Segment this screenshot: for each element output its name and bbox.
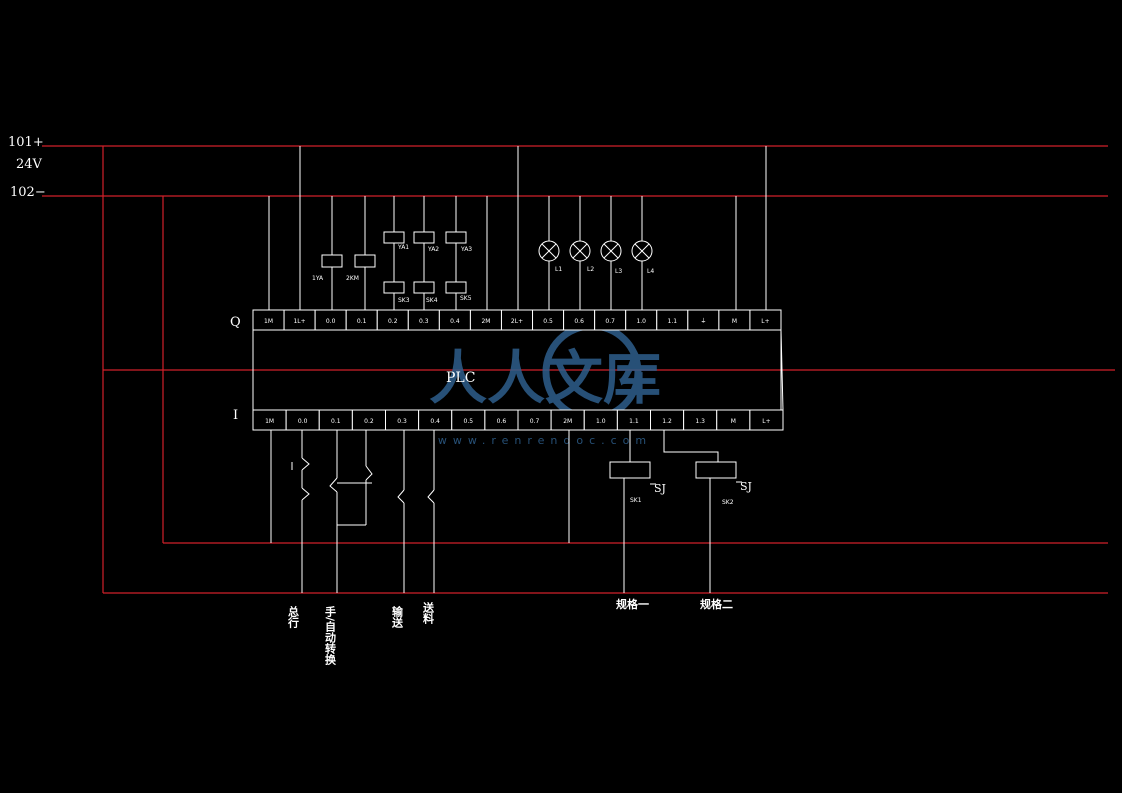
output-terminal-label: 2M — [481, 318, 490, 325]
input-terminal-label: 1.3 — [695, 418, 705, 425]
output-terminal-label: 0.2 — [388, 318, 398, 325]
input-terminal-label: 0.1 — [331, 418, 341, 425]
output-devices: 1YA 2KM YA1 YA2 YA3 SK3 SK4 SK5 L1 L2 L3 — [312, 231, 654, 304]
input-terminal-label: 0.3 — [397, 418, 407, 425]
output-terminal-label: ⏚ — [700, 318, 706, 325]
output-terminal-label: 0.1 — [357, 318, 367, 325]
valve-ya2-label: YA2 — [427, 246, 439, 253]
timer-sk2-tag: SJ — [740, 480, 752, 493]
output-terminal-label: 1.0 — [636, 318, 646, 325]
switch-run-lower-icon — [301, 487, 310, 501]
timer-sk1-name: SK1 — [630, 497, 642, 504]
input-terminal-label: 2M — [563, 418, 572, 425]
voltage-label: 24V — [16, 157, 43, 172]
input-terminal-label: 1.2 — [662, 418, 672, 425]
input-terminal-label: 0.4 — [430, 418, 440, 425]
coil-2km-label: 2KM — [346, 275, 359, 282]
power-rails — [42, 145, 1115, 594]
input-terminal-label: 0.7 — [530, 418, 540, 425]
switch-convey-icon — [397, 489, 405, 504]
output-terminal-strip: 1M 1L+ 0.0 0.1 0.2 0.3 0.4 2M 2L+ 0.5 0.6 0.7 1.0 1.1… — [252, 309, 782, 331]
switch-run-icon — [301, 457, 310, 471]
output-terminal-label: 1L+ — [293, 318, 305, 325]
watermark: 人人文库 www.renrendoc.com — [429, 322, 661, 447]
caption-feed: 送料 — [422, 601, 436, 625]
switch-mode-alt-icon — [365, 465, 373, 481]
valve-ya3-label: YA3 — [460, 246, 472, 253]
caption-spec-1: 规格一 — [616, 597, 649, 611]
valve-ya2 — [413, 231, 435, 244]
output-terminal-label: 1.1 — [668, 318, 678, 325]
output-terminal-label: L+ — [761, 318, 769, 325]
output-terminal-label: 0.6 — [574, 318, 584, 325]
input-terminal-label: 0.0 — [298, 418, 308, 425]
input-terminal-cell — [749, 409, 784, 431]
output-terminal-label: 0.3 — [419, 318, 429, 325]
lamp-l4-label: L4 — [647, 268, 654, 275]
output-terminal-cell — [749, 309, 782, 331]
watermark-logo: 人人文库 — [429, 344, 661, 412]
input-terminal-label: 1M — [265, 418, 274, 425]
coil-1ya-label: 1YA — [312, 275, 324, 282]
lamp-l3: L3 — [600, 240, 622, 275]
output-terminal-label: 2L+ — [511, 318, 523, 325]
lamp-l4: L4 — [631, 240, 654, 275]
output-terminal-label: 1M — [264, 318, 273, 325]
plc-body-right-edge — [780, 329, 784, 411]
lamp-l1-label: L1 — [555, 266, 562, 273]
lamp-l2-label: L2 — [587, 266, 594, 273]
contact-sk5-label: SK5 — [460, 295, 472, 302]
input-terminal-label: 0.6 — [497, 418, 507, 425]
output-terminal-label: 0.4 — [450, 318, 460, 325]
lamp-l2: L2 — [569, 240, 594, 273]
caption-run: 总行 — [287, 605, 301, 629]
input-captions: 总行 手/自动转换 输送 送料 规格一 规格二 — [287, 597, 734, 666]
timer-sk2-name: SK2 — [722, 499, 734, 506]
contact-sk3-label: SK3 — [398, 297, 410, 304]
input-terminal-label: M — [731, 418, 736, 425]
contact-sk3 — [383, 281, 405, 294]
wire-i-12 — [663, 430, 719, 462]
output-terminal-label: 0.5 — [543, 318, 553, 325]
timer-sk1 — [609, 461, 651, 479]
plc-label: PLC — [446, 370, 475, 386]
rail-bottom-label: 102− — [10, 185, 46, 200]
watermark-url: www.renrendoc.com — [438, 434, 652, 447]
input-terminal-label: 0.5 — [464, 418, 474, 425]
output-terminal-label: M — [732, 318, 737, 325]
caption-hand-auto: 手/自动转换 — [324, 605, 337, 666]
timer-sk2 — [695, 461, 737, 479]
valve-ya1-label: YA1 — [397, 244, 409, 251]
input-terminal-label: L+ — [762, 418, 770, 425]
input-terminal-strip: 1M 0.0 0.1 0.2 0.3 0.4 0.5 0.6 0.7 2M 1.0 1.1 1.2 1.3… — [252, 409, 784, 431]
coil-2km — [354, 254, 376, 268]
rail-top-label: 101+ — [8, 135, 44, 150]
valve-ya1 — [383, 231, 405, 244]
contact-sk5 — [445, 281, 467, 294]
contact-sk4-label: SK4 — [426, 297, 438, 304]
input-terminal-label: 1.1 — [629, 418, 639, 425]
caption-convey: 输送 — [391, 605, 405, 629]
timer-sk1-tag: SJ — [654, 482, 666, 495]
input-row-label: I — [233, 408, 238, 423]
input-terminal-label: 0.2 — [364, 418, 374, 425]
coil-1ya — [321, 254, 343, 268]
output-row-label: Q — [230, 315, 241, 330]
switch-feed-icon — [427, 489, 435, 504]
contact-sk4 — [413, 281, 435, 294]
caption-spec-2: 规格二 — [700, 597, 733, 611]
switch-mode-icon — [329, 477, 338, 493]
output-terminal-label: 0.7 — [605, 318, 615, 325]
output-terminal-label: 0.0 — [326, 318, 336, 325]
output-wiring — [268, 146, 767, 310]
lamp-l1: L1 — [538, 240, 562, 273]
input-terminal-label: 1.0 — [596, 418, 606, 425]
valve-ya3 — [445, 231, 467, 244]
input-wiring: SJ SK1 SJ SK2 — [270, 430, 752, 593]
lamp-l3-label: L3 — [615, 268, 622, 275]
